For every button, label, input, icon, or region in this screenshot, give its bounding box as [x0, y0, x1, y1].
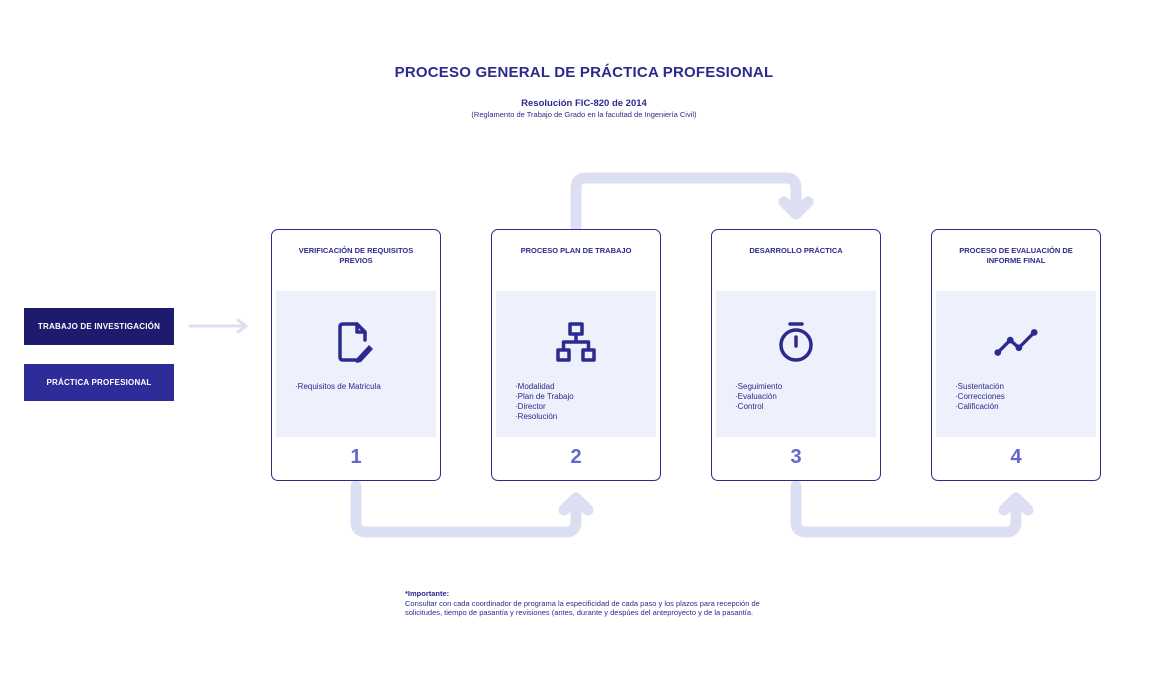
step-number: 2	[570, 446, 582, 468]
list-item: ·Evaluación	[735, 392, 777, 401]
step-items: ·Sustentación ·Correcciones ·Calificació…	[955, 382, 1086, 412]
step-card-4: PROCESO DE EVALUACIÓN DE INFORME FINAL ·…	[931, 229, 1101, 481]
note-body: Consultar con cada coordinador de progra…	[405, 598, 760, 618]
document-edit-icon	[333, 319, 379, 365]
page-subnote: (Reglamento de Trabajo de Grado en la fa…	[471, 110, 697, 119]
step-items: ·Requisitos de Matricula	[295, 382, 426, 392]
step-panel: ·Sustentación ·Correcciones ·Calificació…	[936, 291, 1096, 437]
arrowhead-3-to-4	[998, 492, 1034, 516]
step-number: 3	[790, 446, 802, 468]
step-card-2: PROCESO PLAN DE TRABAJO ·Modalidad ·Plan…	[491, 229, 661, 481]
step-number: 1	[350, 446, 362, 468]
list-item: ·Director	[515, 402, 546, 411]
line-chart-icon	[993, 319, 1039, 365]
important-note: *Importante: Consultar con cada coordina…	[405, 589, 775, 618]
arrow-3-to-4	[790, 480, 1022, 538]
arrow-2-to-3	[570, 172, 802, 232]
step-panel: ·Modalidad ·Plan de Trabajo ·Director ·R…	[496, 291, 656, 437]
arrowhead-2-to-3	[778, 196, 814, 220]
step-panel: ·Requisitos de Matricula	[276, 291, 436, 437]
step-title: DESARROLLO PRÁCTICA	[749, 246, 843, 255]
step-card-1: VERIFICACIÓN DE REQUISITOS PREVIOS ·Requ…	[271, 229, 441, 481]
page-title: PROCESO GENERAL DE PRÁCTICA PROFESIONAL	[394, 64, 774, 81]
list-item: ·Modalidad	[515, 382, 555, 391]
list-item: ·Correcciones	[955, 392, 1005, 401]
step-items: ·Seguimiento ·Evaluación ·Control	[735, 382, 866, 412]
list-item: ·Requisitos de Matricula	[295, 382, 381, 391]
list-item: ·Sustentación	[955, 382, 1004, 391]
step-card-3: DESARROLLO PRÁCTICA ·Seguimiento ·Evalua…	[711, 229, 881, 481]
entry-arrow	[188, 318, 248, 334]
step-title: VERIFICACIÓN DE REQUISITOS PREVIOS	[298, 246, 414, 265]
trabajo-investigacion-button[interactable]: TRABAJO DE INVESTIGACIÓN	[24, 308, 174, 345]
list-item: ·Control	[735, 402, 764, 411]
list-item: ·Calificación	[955, 402, 999, 411]
list-item: ·Seguimiento	[735, 382, 783, 391]
arrow-1-to-2	[350, 480, 582, 538]
step-title: PROCESO PLAN DE TRABAJO	[520, 246, 632, 255]
page-subtitle: Resolución FIC-820 de 2014	[521, 98, 647, 109]
step-panel: ·Seguimiento ·Evaluación ·Control	[716, 291, 876, 437]
stopwatch-icon	[773, 319, 819, 365]
sitemap-icon	[553, 319, 599, 365]
list-item: ·Resolución	[515, 412, 558, 421]
step-number: 4	[1010, 446, 1022, 468]
step-title: PROCESO DE EVALUACIÓN DE INFORME FINAL	[959, 246, 1073, 265]
list-item: ·Plan de Trabajo	[515, 392, 574, 401]
arrowhead-1-to-2	[558, 492, 594, 516]
note-heading: *Importante:	[405, 589, 450, 598]
step-items: ·Modalidad ·Plan de Trabajo ·Director ·R…	[515, 382, 646, 422]
practica-profesional-button[interactable]: PRÁCTICA PROFESIONAL	[24, 364, 174, 401]
